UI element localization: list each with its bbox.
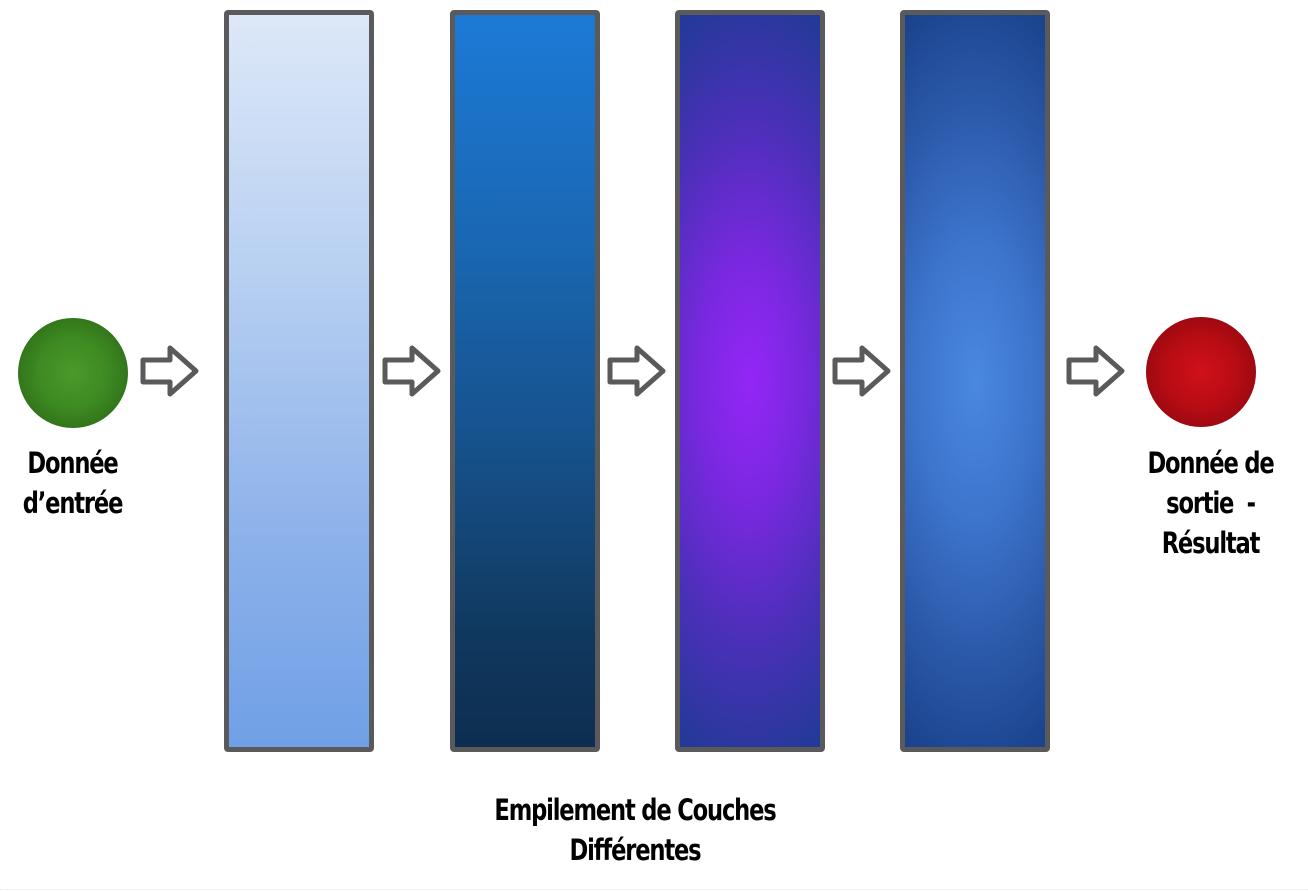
input-data-node xyxy=(18,318,128,428)
layer-3 xyxy=(675,10,825,752)
layer-2 xyxy=(450,10,600,752)
input-label-line1: Donnée xyxy=(27,446,118,480)
output-label-line3: Résultat xyxy=(1161,526,1261,560)
stack-caption-line2: Différentes xyxy=(569,833,702,867)
layer-4 xyxy=(900,10,1050,752)
arrow-right-icon xyxy=(140,345,199,397)
input-label: Donnée d’entrée xyxy=(0,443,152,523)
arrow-right-icon xyxy=(1066,345,1125,397)
arrow-right-icon xyxy=(832,345,891,397)
output-label-line1: Donnée de xyxy=(1147,446,1274,480)
input-label-line2: d’entrée xyxy=(22,486,124,520)
arrow-right-icon xyxy=(607,345,666,397)
output-label-line2: sortie - xyxy=(1166,486,1256,520)
output-label: Donnée de sortie - Résultat xyxy=(1131,443,1291,563)
stack-caption: Empilement de Couches Différentes xyxy=(440,790,830,870)
output-data-node xyxy=(1146,317,1256,427)
bottom-divider xyxy=(0,889,1308,890)
stack-caption-line1: Empilement de Couches xyxy=(494,793,776,827)
layer-1 xyxy=(224,10,374,752)
arrow-right-icon xyxy=(382,345,441,397)
